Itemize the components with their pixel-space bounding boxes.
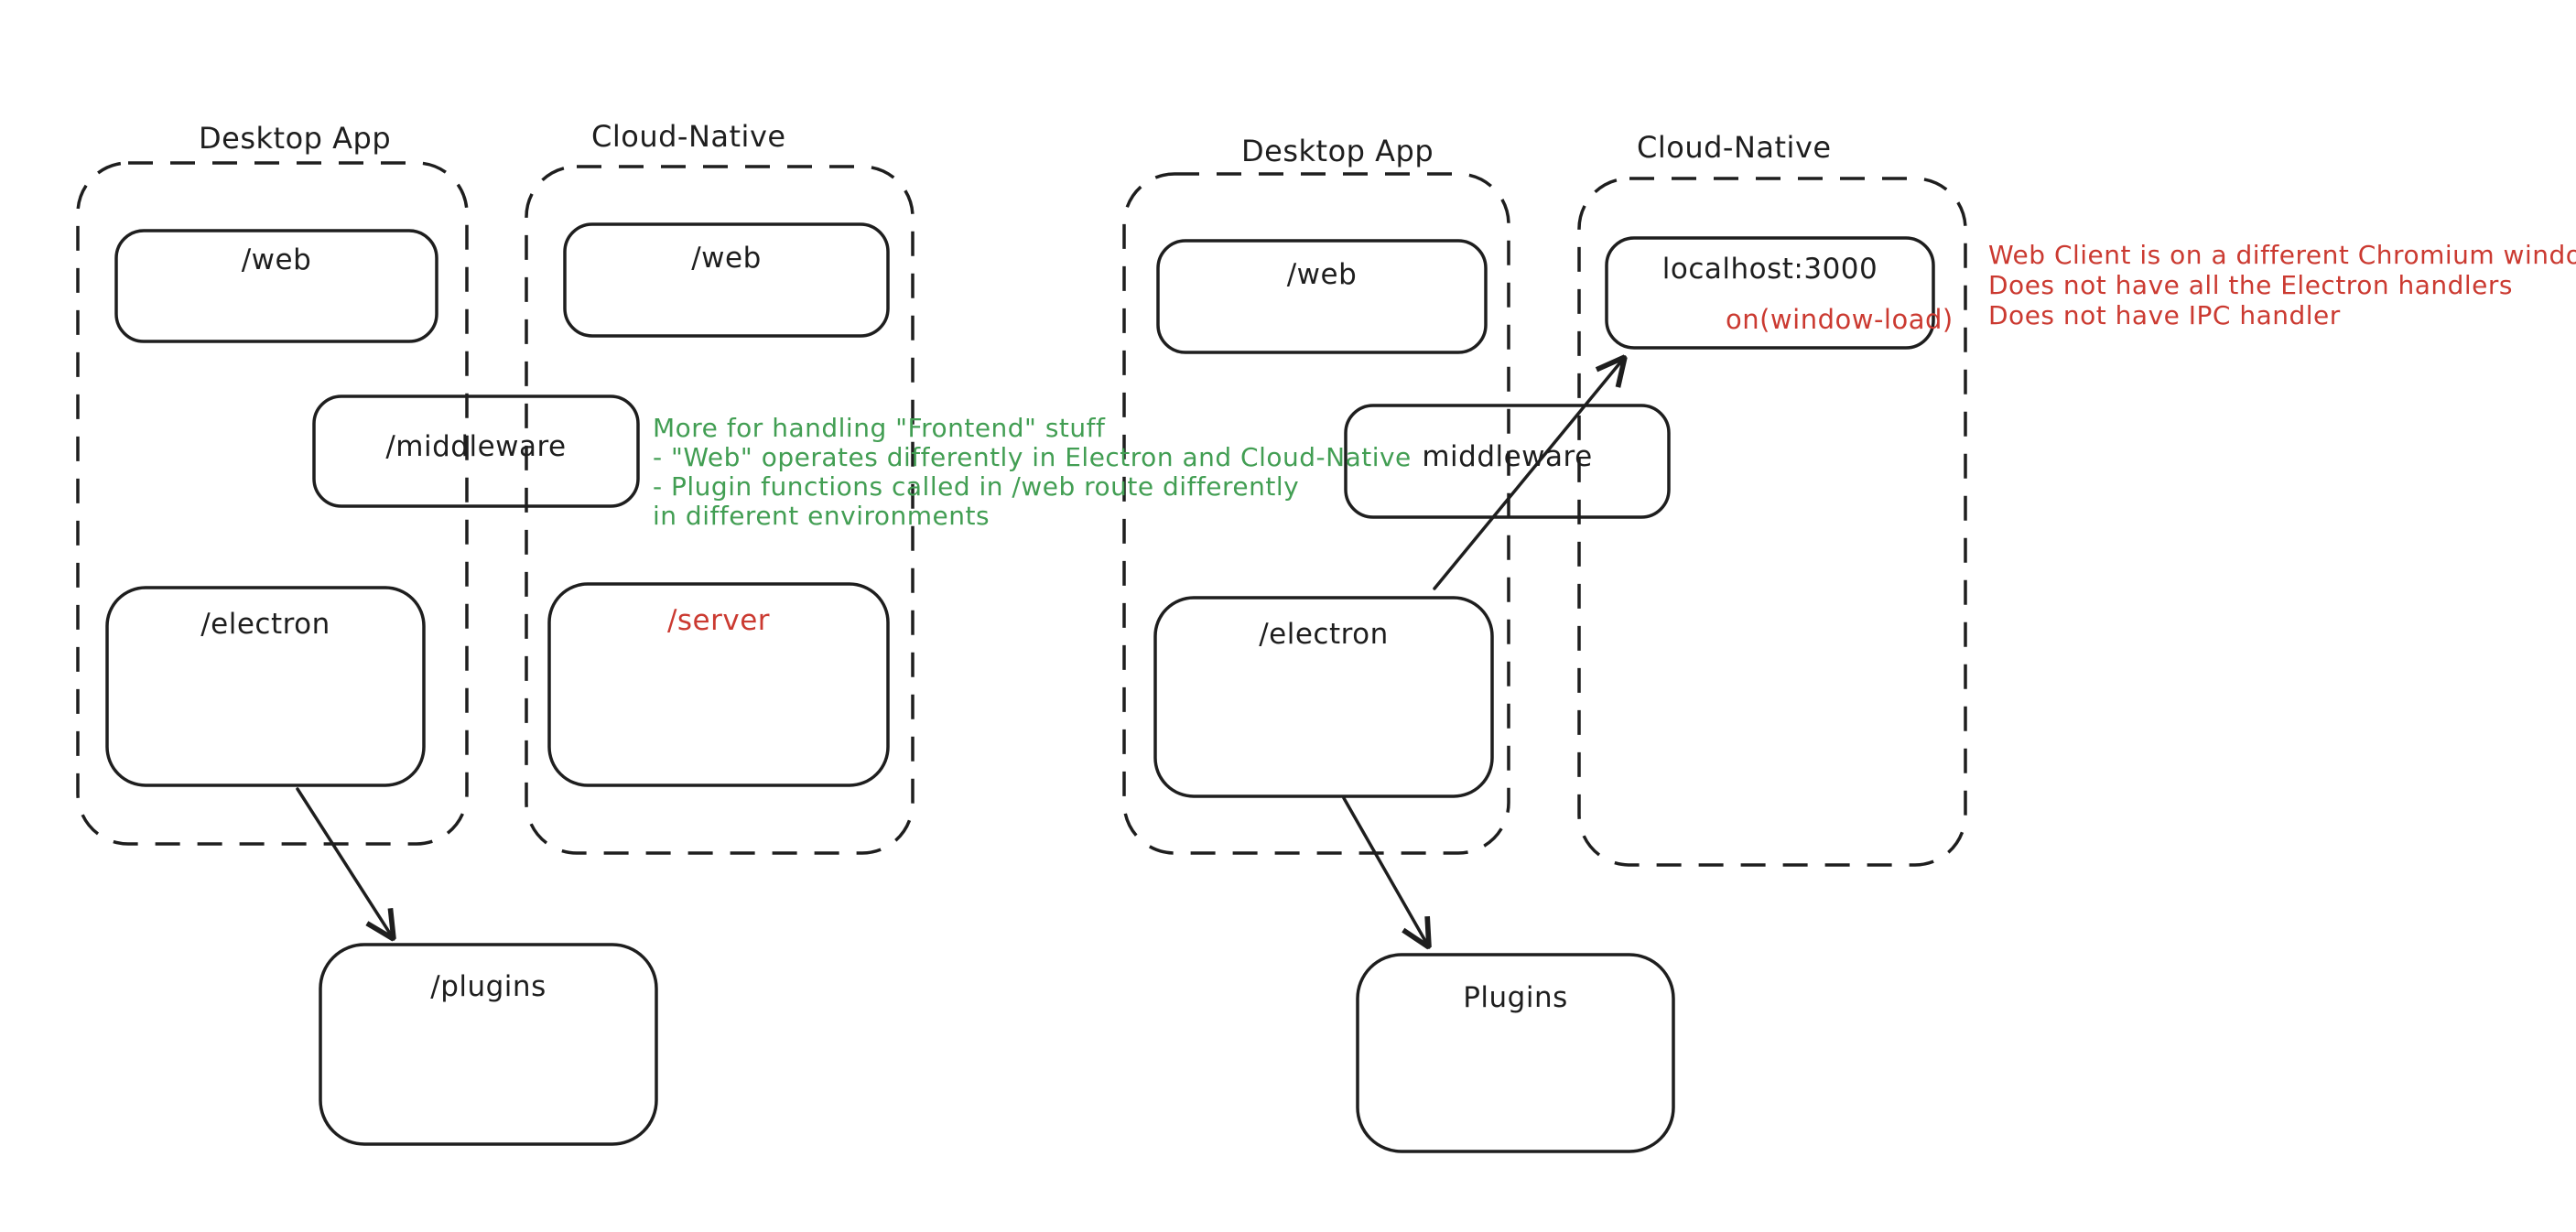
right-desktop-app-container[interactable] — [1122, 172, 1510, 855]
right-electron-label[interactable]: /electron — [1259, 618, 1389, 651]
right-desktop-app-title[interactable]: Desktop App — [1241, 134, 1434, 168]
right-web-box[interactable] — [1156, 239, 1488, 354]
left-plugins-box[interactable] — [319, 943, 658, 1146]
right-web-label[interactable]: /web — [1286, 258, 1358, 291]
arrow-right-electron-to-localhost[interactable] — [1433, 354, 1628, 590]
right-cloud-native-container[interactable] — [1577, 177, 1967, 867]
note-line: Does not have IPC handler — [1988, 300, 2341, 330]
left-desktop-app-container[interactable] — [76, 161, 469, 846]
arrow-right-electron-to-plugins[interactable] — [1342, 796, 1432, 950]
note-line: Does not have all the Electron handlers — [1988, 270, 2514, 300]
left-web-box[interactable] — [114, 229, 438, 343]
left-cloud-native-container[interactable] — [525, 165, 915, 855]
left-middleware-box[interactable] — [312, 394, 640, 508]
left-cloud-native-title[interactable]: Cloud-Native — [591, 119, 786, 154]
left-electron-label[interactable]: /electron — [200, 608, 330, 641]
right-window-load-label[interactable]: on(window-load) — [1726, 304, 1954, 335]
left-annotation-note[interactable]: More for handling "Frontend" stuff - "We… — [653, 414, 1412, 531]
left-server-label[interactable]: /server — [666, 604, 771, 637]
left-plugins-label[interactable]: /plugins — [430, 970, 547, 1003]
note-line: - "Web" operates differently in Electron… — [653, 442, 1412, 472]
left-web-label[interactable]: /web — [241, 243, 312, 276]
arrow-left-electron-to-plugins[interactable] — [296, 787, 396, 942]
left-electron-box[interactable] — [105, 586, 426, 787]
note-line: More for handling "Frontend" stuff — [653, 413, 1106, 443]
right-localhost-box[interactable] — [1605, 236, 1935, 350]
right-electron-box[interactable] — [1153, 596, 1494, 798]
left-cloud-web-box[interactable] — [563, 222, 890, 338]
right-plugins-label[interactable]: Plugins — [1463, 981, 1568, 1014]
left-desktop-app-title[interactable]: Desktop App — [199, 121, 392, 156]
right-cloud-native-title[interactable]: Cloud-Native — [1637, 130, 1832, 165]
right-localhost-label[interactable]: localhost:3000 — [1661, 253, 1878, 286]
right-annotation-note[interactable]: Web Client is on a different Chromium wi… — [1988, 240, 2576, 330]
left-cloud-web-label[interactable]: /web — [691, 242, 762, 275]
note-line: - Plugin functions called in /web route … — [653, 471, 1300, 502]
right-plugins-box[interactable] — [1356, 953, 1675, 1153]
left-middleware-label[interactable]: /middleware — [385, 430, 567, 463]
right-middleware-label[interactable]: middleware — [1422, 440, 1593, 473]
note-line: in different environments — [653, 501, 990, 531]
note-line: Web Client is on a different Chromium wi… — [1988, 240, 2576, 270]
left-server-box[interactable] — [547, 582, 890, 787]
right-middleware-box[interactable] — [1344, 404, 1671, 519]
